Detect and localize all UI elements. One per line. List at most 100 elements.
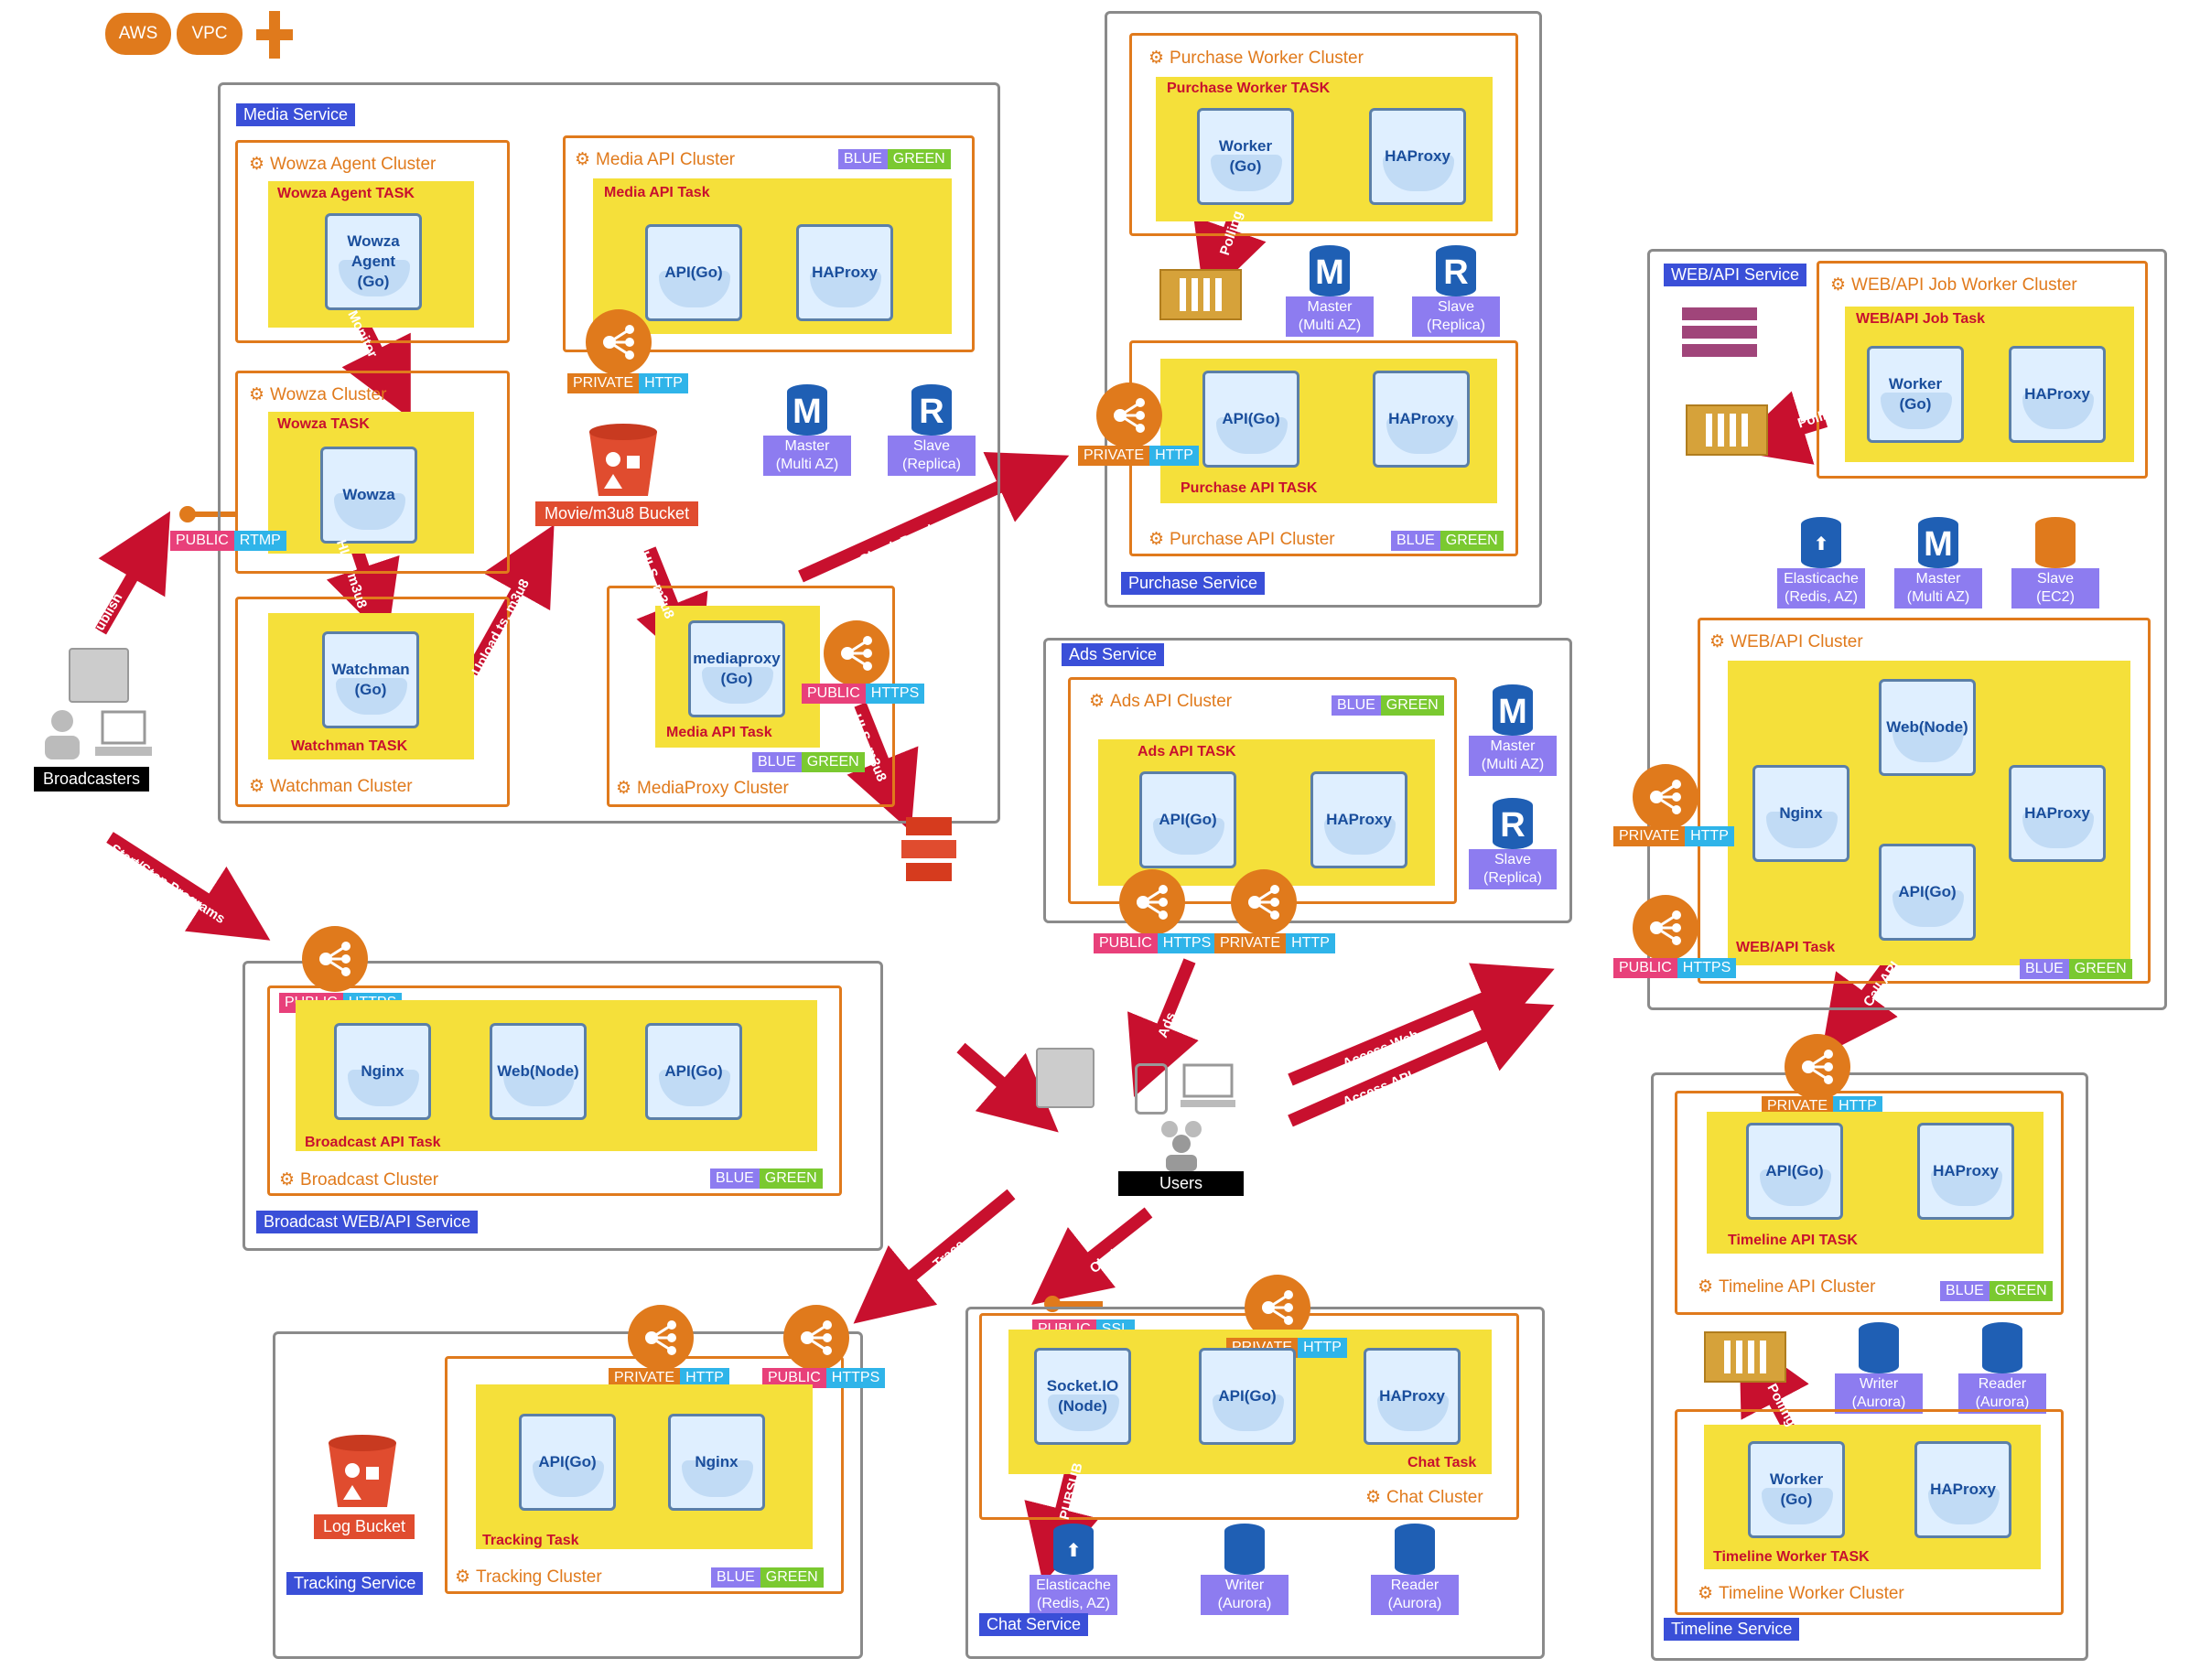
purchase-worker-cluster-title: ⚙Purchase Worker Cluster <box>1148 48 1364 69</box>
public-badge: PUBLIC <box>762 1368 826 1388</box>
webapi-api-go: API(Go) <box>1879 844 1976 941</box>
socketio-label: Socket.IO (Node) <box>1046 1377 1119 1415</box>
purchase-api-cluster-title: ⚙Purchase API Cluster <box>1148 529 1335 550</box>
ecs-icon: ⚙ <box>575 150 591 169</box>
watchman-container-label: Watchman (Go) <box>331 661 410 698</box>
master-db-label: Master (Multi AZ) <box>1894 568 1982 608</box>
webapi-haproxy: HAProxy <box>2009 765 2106 862</box>
timeline-worker-cluster-label: Timeline Worker Cluster <box>1719 1583 1904 1603</box>
webapi-public-elb-icon <box>1633 895 1698 961</box>
public-badge: PUBLIC <box>1094 933 1158 953</box>
worker-go-label: Worker (Go) <box>1218 137 1273 175</box>
wowza-agent-cluster-title: ⚙ Wowza Agent Cluster <box>249 154 436 175</box>
slave-db-icon: R <box>1493 798 1533 849</box>
media-api-elb-icon <box>586 309 652 375</box>
public-badge: PUBLIC <box>170 531 234 551</box>
api-go-label: API(Go) <box>664 264 723 281</box>
broadcast-task-label: Broadcast API Task <box>305 1135 441 1150</box>
webapi-job-cluster <box>1817 261 2148 479</box>
blue-badge: BLUE <box>1332 695 1381 716</box>
timeline-reader-db: Reader (Aurora) <box>1958 1322 2046 1414</box>
timeline-elb-icon <box>1785 1034 1850 1100</box>
wowza-cluster-title: ⚙Wowza Cluster <box>249 384 386 405</box>
reader-label: Reader (Aurora) <box>1958 1373 2046 1414</box>
webapi-cluster-label: WEB/API Cluster <box>1731 631 1863 652</box>
webapi-private-elb-icon <box>1633 764 1698 830</box>
purchase-worker-cluster-label: Purchase Worker Cluster <box>1170 48 1364 68</box>
purchase-api-haproxy: HAProxy <box>1373 371 1470 468</box>
web-node-label: Web(Node) <box>497 1062 579 1080</box>
chat-reader-db: Reader (Aurora) <box>1371 1524 1459 1615</box>
tracking-private-elb-icon <box>628 1305 694 1371</box>
haproxy-label: HAProxy <box>1388 410 1454 427</box>
timeline-worker-task-label: Timeline Worker TASK <box>1713 1549 1870 1565</box>
timeline-worker-haproxy: HAProxy <box>1914 1441 2011 1538</box>
green-badge: GREEN <box>1440 531 1504 551</box>
api-go-label: API(Go) <box>1765 1162 1824 1179</box>
chat-cluster-label: Chat Cluster <box>1386 1487 1483 1507</box>
master-db-icon: M <box>1310 245 1350 296</box>
wowza-task-label: Wowza TASK <box>277 416 370 432</box>
purchase-api-task-label: Purchase API TASK <box>1181 480 1318 496</box>
master-db-label: Master (Multi AZ) <box>1286 296 1374 337</box>
webapi-job-task-label: WEB/API Job Task <box>1856 311 1986 327</box>
ecs-icon: ⚙ <box>249 385 265 404</box>
tracking-service-title: Tracking Service <box>286 1572 424 1595</box>
webapi-web-node: Web(Node) <box>1879 679 1976 776</box>
ec2-db-icon <box>2035 517 2076 568</box>
public-badge: PUBLIC <box>1613 958 1677 978</box>
blue-badge: BLUE <box>1940 1281 1990 1301</box>
slave-db-icon: R <box>911 384 952 436</box>
smartphone-icon <box>1135 1063 1168 1115</box>
access-api-arrow-label: Access API <box>1340 1068 1416 1111</box>
haproxy-label: HAProxy <box>812 264 878 281</box>
green-badge: GREEN <box>2068 959 2132 979</box>
timeline-api-cluster <box>1675 1091 2064 1315</box>
rtmp-badge: RTMP <box>233 531 286 551</box>
chat-elasticache: ⬆Elasticache (Redis, AZ) <box>1030 1524 1117 1615</box>
ads-service-title: Ads Service <box>1062 643 1165 666</box>
vpc-cloud-icon: VPC <box>177 13 243 55</box>
green-badge: GREEN <box>759 1168 823 1189</box>
publish-arrow-label: Publish <box>87 590 126 641</box>
watchman-cluster-label: Watchman Cluster <box>270 776 413 796</box>
tracking-public-elb-icon <box>783 1305 849 1371</box>
chat-cluster-title: ⚙Chat Cluster <box>1365 1487 1483 1508</box>
media-api-cluster <box>563 135 975 352</box>
green-badge: GREEN <box>1380 695 1444 716</box>
timeline-service-title: Timeline Service <box>1664 1618 1800 1641</box>
elasticache-label: Elasticache (Redis, AZ) <box>1030 1575 1117 1615</box>
webapi-service-title: WEB/API Service <box>1664 264 1807 286</box>
media-api-task-label: Media API Task <box>604 185 710 200</box>
worker-go-label: Worker (Go) <box>1888 375 1943 413</box>
watchman-container: Watchman (Go) <box>322 631 419 728</box>
chat-api-go: API(Go) <box>1199 1348 1296 1445</box>
arrow-hls-users <box>956 1042 1059 1133</box>
ecs-icon: ⚙ <box>249 155 265 174</box>
mediaproxy-elb-icon <box>824 620 890 686</box>
timeline-worker-go: Worker (Go) <box>1748 1441 1845 1538</box>
sqs-queue-icon <box>1704 1331 1786 1383</box>
ads-service <box>1043 638 1572 923</box>
video-player-icon <box>1036 1048 1094 1108</box>
blue-badge: BLUE <box>711 1567 760 1588</box>
wowza-agent-cluster-label: Wowza Agent Cluster <box>270 154 437 174</box>
haproxy-label: HAProxy <box>1933 1162 1999 1179</box>
watchman-cluster <box>235 597 510 807</box>
vpc-badge-label: VPC <box>191 24 228 43</box>
media-api-cluster-label: Media API Cluster <box>596 149 736 169</box>
arrow-chat <box>1031 1207 1153 1306</box>
mediaproxy-cluster-title: ⚙MediaProxy Cluster <box>616 778 789 799</box>
ecs-icon: ⚙ <box>249 777 265 796</box>
watchman-task-label: Watchman TASK <box>291 738 408 754</box>
